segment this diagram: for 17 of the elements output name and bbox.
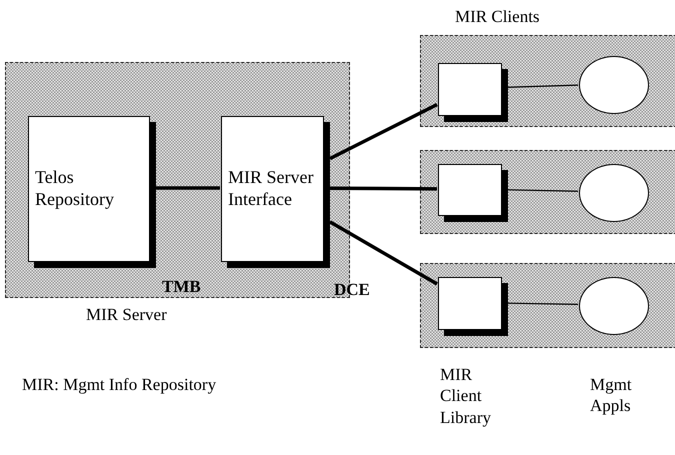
component-name: Telos Repository (35, 167, 115, 211)
client-app-circle (579, 277, 649, 335)
client-app-circle (579, 56, 649, 114)
group-band (420, 35, 675, 127)
client-app-circle (579, 164, 649, 222)
text-label: Mgmt Appls (590, 374, 633, 416)
text-label: TMB (162, 276, 201, 298)
group-heading: MIR Server (86, 305, 167, 325)
link-line (156, 186, 220, 190)
group-band (420, 263, 675, 348)
group-band (420, 150, 675, 234)
link-line (330, 186, 438, 191)
text-label: MIR: Mgmt Info Repository (22, 374, 216, 396)
text-label: MIR Client Library (440, 364, 492, 428)
text-label: DCE (334, 279, 370, 300)
component-name: MIR Server Interface (228, 167, 314, 211)
text-label: MIR Clients (455, 6, 540, 28)
